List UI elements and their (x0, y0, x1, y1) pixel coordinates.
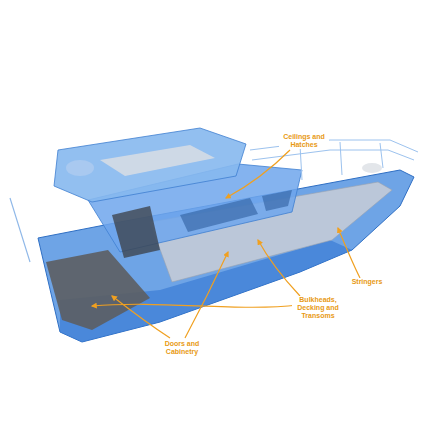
seat (66, 160, 94, 176)
leader-line (112, 296, 170, 338)
leader-line (185, 252, 228, 338)
bow-rail (250, 140, 418, 180)
leader-line (338, 228, 360, 278)
callout-label: Bulkheads, Decking and Transoms (292, 296, 344, 320)
callout-label: Ceilings and Hatches (279, 133, 329, 149)
swim-platform (46, 250, 150, 330)
flybridge (54, 128, 246, 202)
window (262, 190, 292, 211)
callout-label: Doors and Cabinetry (160, 340, 204, 356)
window (180, 198, 258, 232)
leader-line (226, 150, 290, 198)
helm-seating (100, 145, 215, 176)
cabin-interior (112, 206, 160, 258)
antenna (10, 198, 30, 262)
leader-line (258, 240, 300, 296)
callout-label: Stringers (346, 278, 388, 286)
hatch (362, 163, 382, 173)
